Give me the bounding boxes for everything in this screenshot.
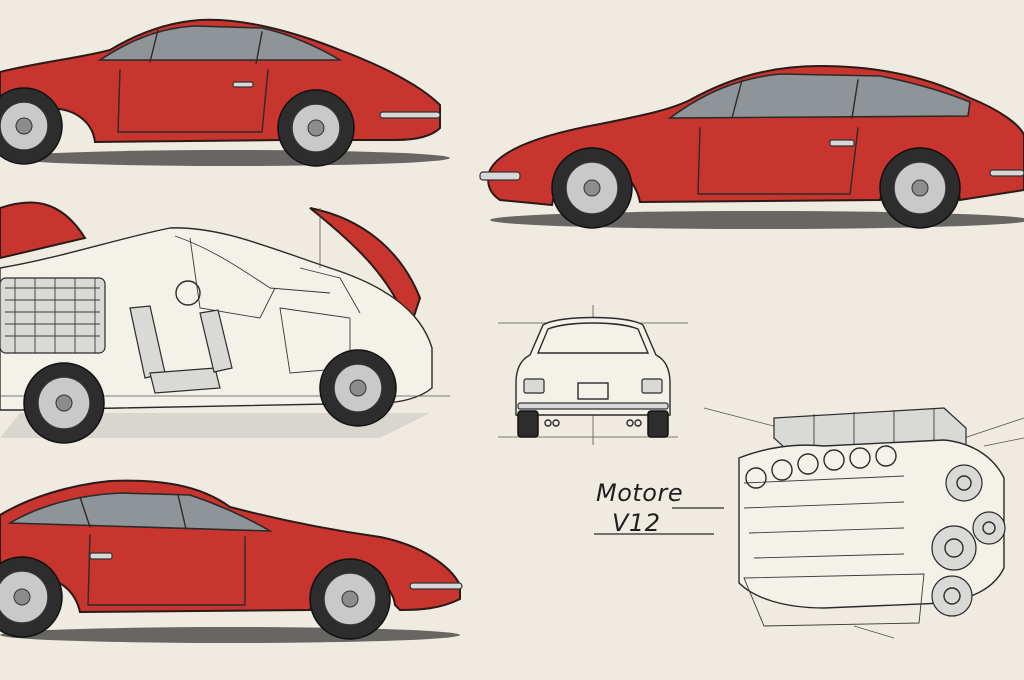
annotation-line-1: Motore: [596, 479, 684, 507]
annotation-line-2: V12: [612, 509, 661, 537]
car-side-profile-top-right: [479, 64, 1024, 229]
annotation-leader-lines: [594, 507, 724, 535]
v12-engine-sketch: [703, 407, 1024, 639]
engine-annotation-label: Motore V12: [596, 478, 683, 538]
car-rear-view-sketch: [498, 305, 688, 445]
car-cutaway-sketch: [0, 201, 450, 444]
car-side-profile-bottom-left: [0, 479, 463, 643]
car-side-profile-top-left: [0, 18, 450, 167]
